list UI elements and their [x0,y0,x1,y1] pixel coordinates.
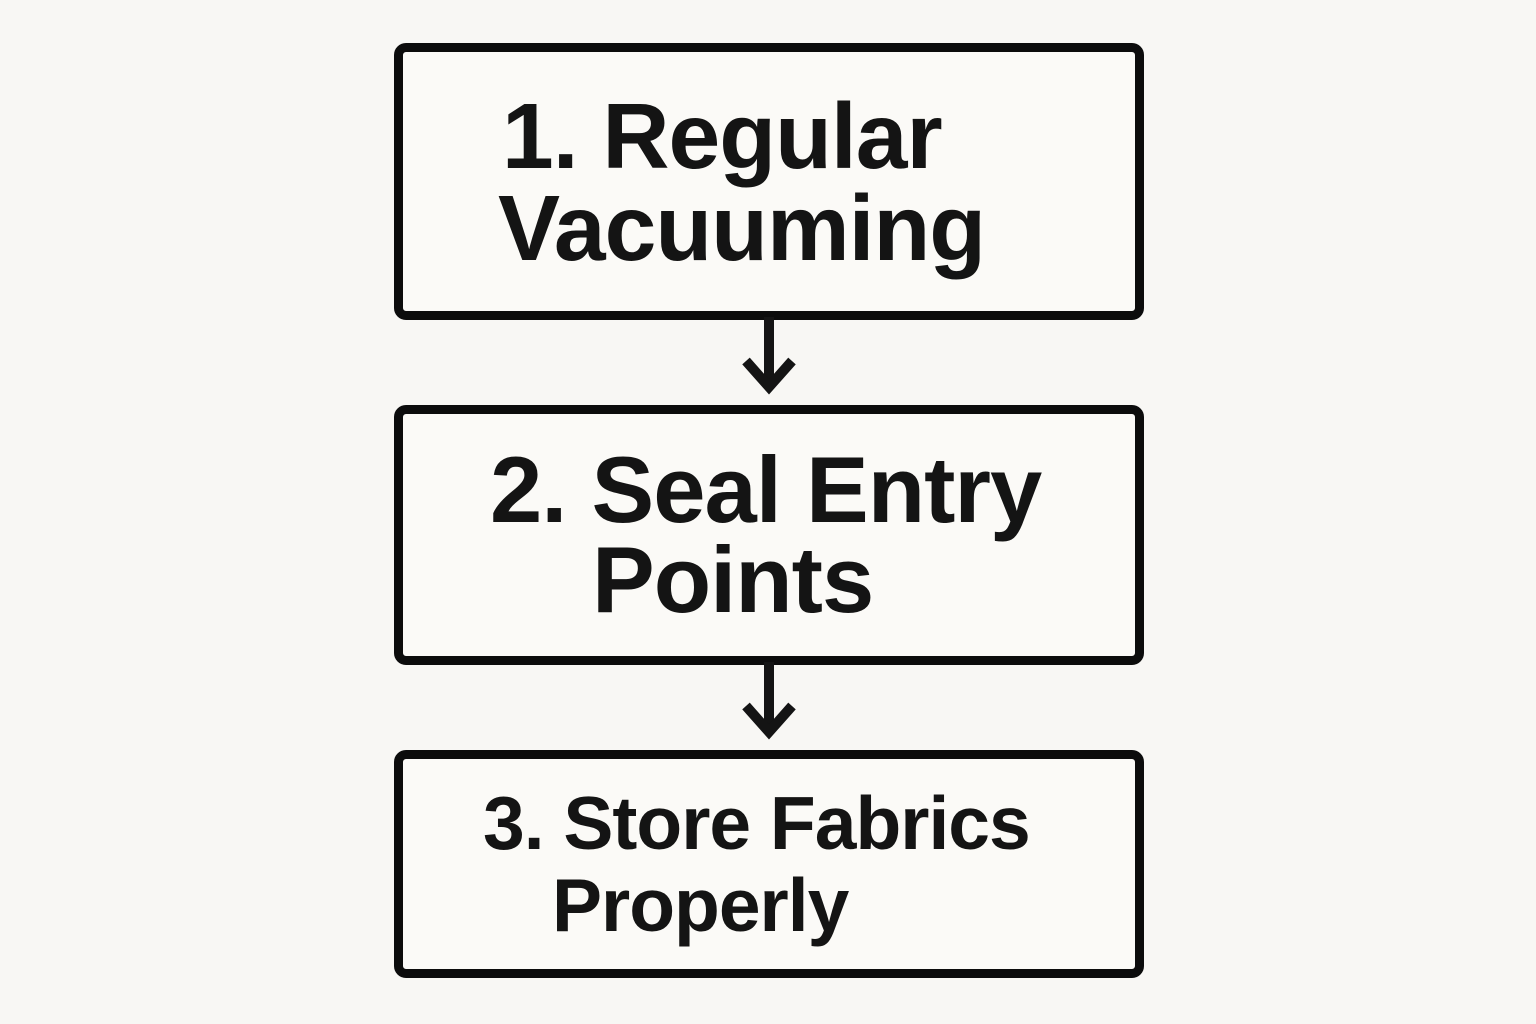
arrow-down-icon [739,662,799,742]
step-box-3: 3. Store Fabrics Properly [394,750,1144,978]
step-1-label-line-1: 1. Regular [502,83,943,188]
step-box-2: 2. Seal Entry Points [394,405,1144,665]
step-2-label-line-2: Points [592,527,874,632]
step-3-label-line-1: 3. Store Fabrics [483,781,1031,865]
step-box-1: 1. Regular Vacuuming [394,43,1144,320]
arrow-down-icon [739,317,799,397]
step-2-label-line-1: 2. Seal Entry [490,437,1042,542]
step-1-label-line-2: Vacuuming [498,175,986,280]
step-3-label-line-2: Properly [552,863,849,947]
